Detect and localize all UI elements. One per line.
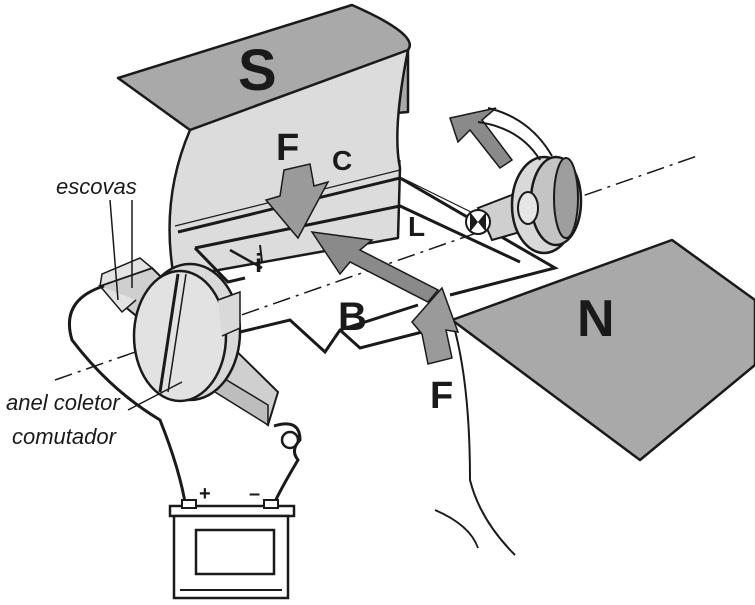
south-pole-label: S xyxy=(238,38,277,103)
force-arrow-bottom xyxy=(411,286,460,365)
force-label-top: F xyxy=(276,127,299,169)
dimension-line-l xyxy=(401,177,476,215)
field-arrow-b xyxy=(310,231,440,303)
collector-label-line1: anel coletor xyxy=(6,390,121,415)
field-label-b: B xyxy=(338,295,367,339)
wire-negative xyxy=(270,422,302,509)
brushes-label: escovas xyxy=(56,174,137,199)
force-arrow-top xyxy=(264,163,330,240)
side-label-l: L xyxy=(408,211,425,242)
side-label-c: C xyxy=(332,145,352,176)
battery-minus-label: – xyxy=(249,483,260,505)
brushes-pointer xyxy=(109,199,119,301)
shaft-disk xyxy=(476,155,583,255)
battery-negative-terminal xyxy=(263,499,279,509)
wire-positive xyxy=(67,284,188,509)
commutator-assembly xyxy=(97,257,280,427)
north-pole-label: N xyxy=(577,290,615,348)
battery xyxy=(168,499,296,600)
current-label-i: i xyxy=(255,248,262,278)
collector-label-line2: comutador xyxy=(12,424,118,449)
battery-plus-label: + xyxy=(199,483,211,505)
north-pole-magnet xyxy=(434,238,755,556)
rotation-direction-arrow xyxy=(449,107,553,170)
battery-positive-terminal xyxy=(181,499,197,509)
rotation-axis-marker xyxy=(465,209,491,235)
force-label-bottom: F xyxy=(430,375,453,417)
